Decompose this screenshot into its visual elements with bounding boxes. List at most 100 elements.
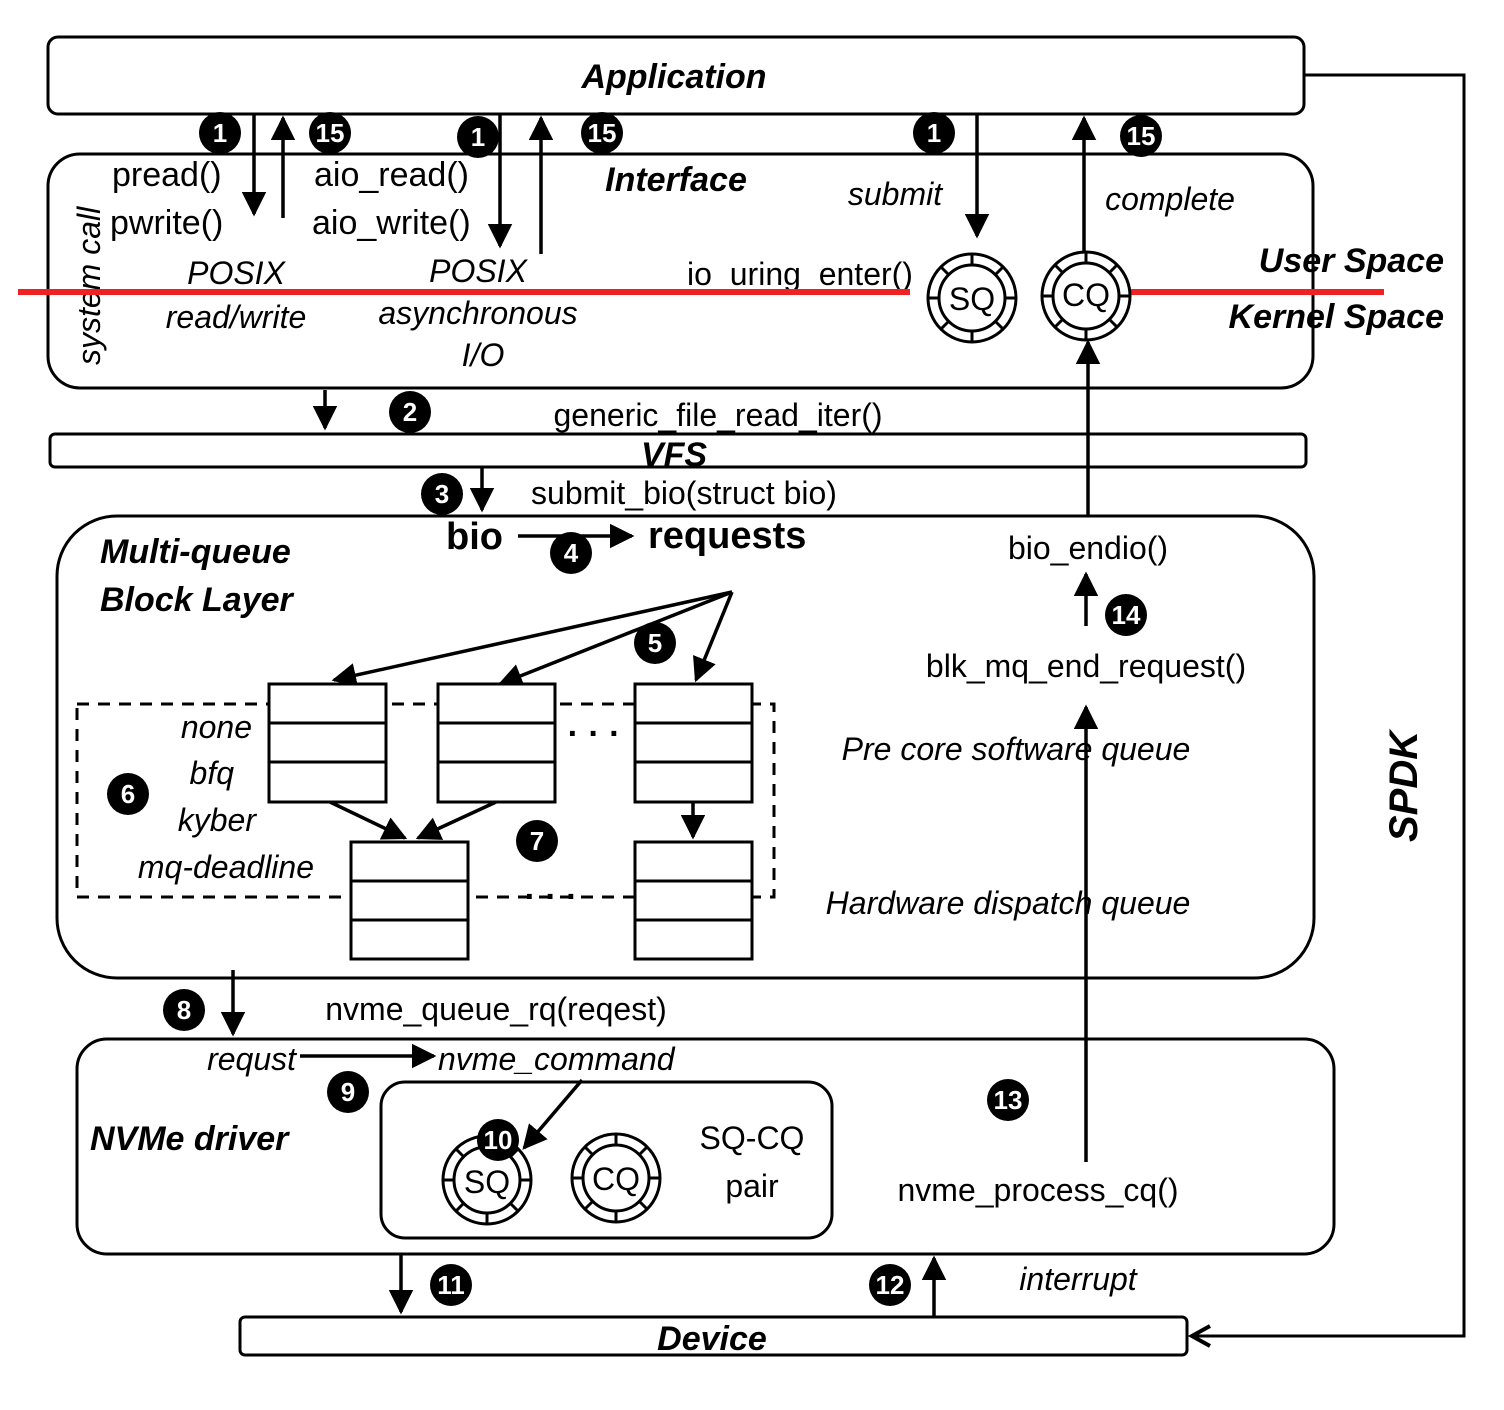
submit-bio-label: submit_bio(struct bio) bbox=[531, 475, 837, 511]
interface-label: Interface bbox=[605, 161, 747, 199]
svg-text:9: 9 bbox=[341, 1077, 355, 1107]
step-badge-15a: 15 bbox=[309, 112, 351, 154]
block-layer-box bbox=[55, 514, 1316, 980]
svg-text:4: 4 bbox=[564, 538, 579, 568]
step-badge-8: 8 bbox=[163, 989, 205, 1031]
pwrite-label: pwrite() bbox=[110, 204, 223, 242]
nvme-cq-ring-icon bbox=[570, 1132, 662, 1224]
posix-rw-label-2: read/write bbox=[166, 299, 307, 335]
step-badge-1b: 1 bbox=[457, 116, 499, 158]
generic-file-read-iter-label: generic_file_read_iter() bbox=[553, 397, 882, 433]
io-uring-cq-ring-icon bbox=[1040, 250, 1132, 342]
aio-read-label: aio_read() bbox=[314, 156, 469, 194]
spdk-bypass-path bbox=[1192, 73, 1466, 1336]
step-badge-2: 2 bbox=[389, 391, 431, 433]
nvme-driver-box bbox=[75, 1037, 1336, 1256]
step-badge-15b: 15 bbox=[581, 112, 623, 154]
step-badge-14: 14 bbox=[1105, 594, 1147, 636]
nvme-sq-label: SQ bbox=[464, 1164, 510, 1200]
step-badge-11: 11 bbox=[430, 1264, 472, 1306]
svg-text:10: 10 bbox=[484, 1125, 513, 1155]
step-badge-9: 9 bbox=[327, 1071, 369, 1113]
io-uring-cq-label: CQ bbox=[1062, 277, 1110, 313]
step-badge-13: 13 bbox=[987, 1079, 1029, 1121]
scheduler-none: none bbox=[181, 709, 252, 745]
svg-text:15: 15 bbox=[1127, 121, 1156, 151]
application-box bbox=[46, 35, 1306, 116]
nvme-process-cq-label: nvme_process_cq() bbox=[898, 1172, 1179, 1208]
aio-write-label: aio_write() bbox=[312, 204, 471, 242]
step-badge-15c: 15 bbox=[1120, 115, 1162, 157]
svg-text:11: 11 bbox=[437, 1270, 465, 1300]
svg-text:1: 1 bbox=[927, 118, 941, 148]
sw1-to-hw1-arrow bbox=[329, 800, 408, 840]
block-layer-label-2: Block Layer bbox=[100, 581, 295, 619]
pread-label: pread() bbox=[112, 156, 222, 194]
svg-text:1: 1 bbox=[213, 118, 227, 148]
svg-text:5: 5 bbox=[648, 628, 662, 658]
submit-label: submit bbox=[848, 176, 943, 212]
scheduler-region bbox=[75, 702, 776, 899]
step-badge-12: 12 bbox=[869, 1264, 911, 1306]
hardware-queue-label: Hardware dispatch queue bbox=[826, 885, 1191, 921]
software-queue-label: Pre core software queue bbox=[842, 731, 1191, 767]
nvme-driver-label: NVMe driver bbox=[90, 1120, 290, 1158]
svg-text:7: 7 bbox=[530, 826, 544, 856]
step-badge-6: 6 bbox=[107, 773, 149, 815]
svg-text:1: 1 bbox=[471, 122, 485, 152]
svg-text:3: 3 bbox=[435, 479, 449, 509]
posix-rw-label-1: POSIX bbox=[187, 255, 286, 291]
system-call-label: system call bbox=[71, 206, 107, 365]
vfs-label: VFS bbox=[641, 436, 707, 474]
user-space-label: User Space bbox=[1259, 242, 1444, 280]
request-to-queue-2-arrow bbox=[497, 590, 733, 688]
blk-mq-end-request-label: blk_mq_end_request() bbox=[926, 648, 1246, 684]
svg-text:8: 8 bbox=[177, 995, 191, 1025]
step-badge-10: 10 bbox=[477, 1119, 519, 1161]
svg-text:13: 13 bbox=[994, 1085, 1023, 1115]
svg-text:14: 14 bbox=[1112, 600, 1141, 630]
step-badge-5: 5 bbox=[634, 622, 676, 664]
device-box bbox=[238, 1315, 1189, 1357]
step-badge-1c: 1 bbox=[913, 112, 955, 154]
svg-text:6: 6 bbox=[121, 779, 135, 809]
bio-endio-label: bio_endio() bbox=[1008, 530, 1168, 566]
software-queue-2 bbox=[436, 682, 557, 804]
posix-aio-label-1: POSIX bbox=[429, 253, 528, 289]
step-badge-1a: 1 bbox=[199, 112, 241, 154]
io-uring-enter-label: io_uring_enter() bbox=[687, 256, 913, 292]
sw2-to-hw1-arrow bbox=[415, 800, 497, 840]
hardware-queue-2 bbox=[633, 840, 754, 961]
hardware-queue-1 bbox=[349, 840, 470, 961]
vfs-box bbox=[48, 432, 1308, 469]
nvme-sq-ring-icon bbox=[441, 1134, 533, 1226]
spdk-label: SPDK bbox=[1382, 728, 1426, 842]
io-uring-sq-label: SQ bbox=[949, 281, 995, 317]
block-layer-label-1: Multi-queue bbox=[100, 533, 291, 571]
posix-aio-label-2: asynchronous bbox=[378, 295, 577, 331]
complete-label: complete bbox=[1105, 181, 1235, 217]
software-queue-3 bbox=[633, 682, 754, 804]
hardware-queue-ellipsis: · · · bbox=[525, 878, 578, 916]
kernel-space-label: Kernel Space bbox=[1229, 298, 1444, 336]
device-label: Device bbox=[657, 1320, 767, 1358]
command-to-sq-arrow bbox=[522, 1078, 584, 1150]
requests-label: requests bbox=[648, 515, 806, 557]
step-badge-7: 7 bbox=[516, 820, 558, 862]
sq-cq-pair-box bbox=[379, 1080, 834, 1240]
request-to-queue-1-arrow bbox=[331, 590, 733, 688]
nvme-command-label: nvme_command bbox=[438, 1041, 676, 1077]
posix-aio-label-3: I/O bbox=[462, 337, 505, 373]
nvme-queue-rq-label: nvme_queue_rq(reqest) bbox=[325, 991, 667, 1027]
requst-label: requst bbox=[207, 1041, 297, 1077]
interrupt-label: interrupt bbox=[1019, 1261, 1138, 1297]
svg-text:15: 15 bbox=[316, 118, 345, 148]
svg-text:2: 2 bbox=[403, 397, 417, 427]
sq-cq-pair-label-1: SQ-CQ bbox=[700, 1120, 805, 1156]
software-queue-ellipsis: · · · bbox=[568, 715, 621, 753]
svg-text:15: 15 bbox=[588, 118, 617, 148]
sq-cq-pair-label-2: pair bbox=[725, 1168, 779, 1204]
step-badge-4: 4 bbox=[550, 532, 592, 574]
application-label: Application bbox=[580, 58, 766, 96]
